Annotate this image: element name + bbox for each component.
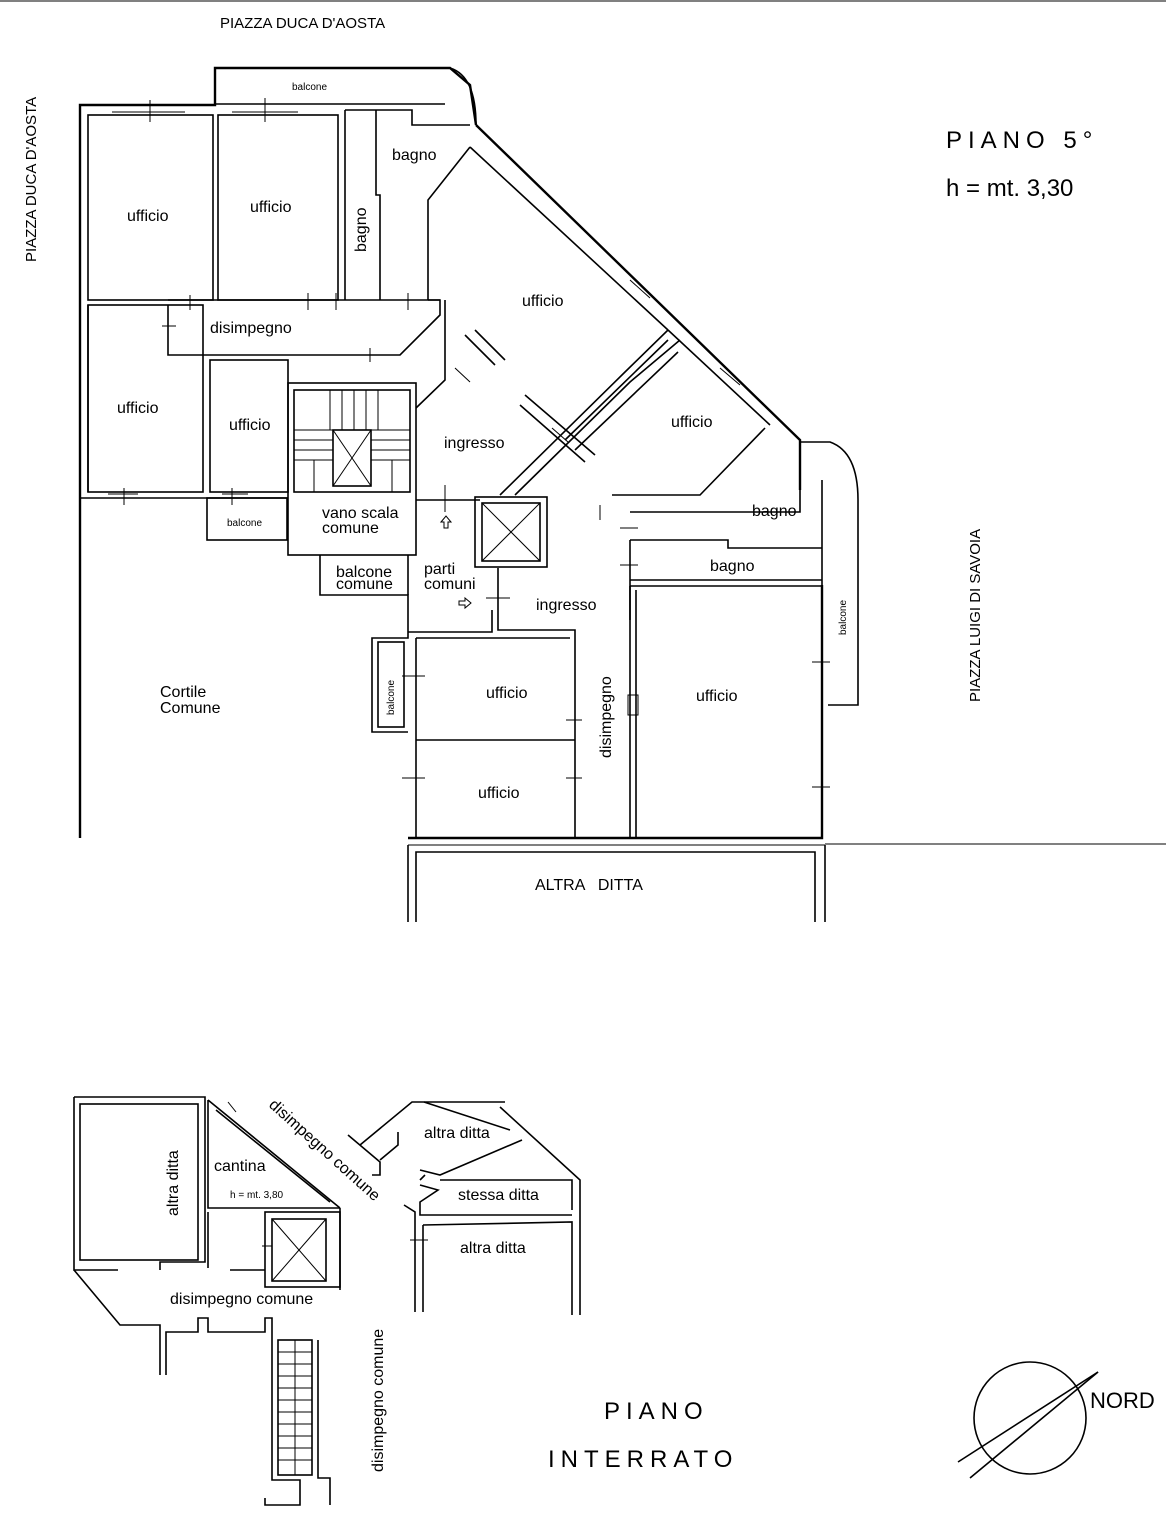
room-label-balcone: balcone [227, 518, 262, 529]
room-label-disimpegno: disimpegno [210, 320, 292, 337]
room-label-disimpegno: disimpegno [598, 676, 615, 758]
street-label-left: PIAZZA DUCA D'AOSTA [23, 97, 40, 262]
upper-floor-plan: PIAZZA DUCA D'AOSTA PIAZZA DUCA D'AOSTA … [0, 0, 1166, 922]
compass-needle-icon [957, 1371, 1099, 1463]
compass-circle-icon [973, 1361, 1087, 1475]
room-label-bagno: bagno [752, 503, 797, 520]
right-wing-rooms [402, 194, 830, 838]
room-label-balcone: balcone [838, 600, 849, 635]
room-label-bagno: bagno [710, 558, 755, 575]
room-label-ufficio: ufficio [522, 293, 564, 310]
room-label-bagno: bagno [392, 147, 437, 164]
basement-walls [73, 1096, 581, 1506]
room-label-bagno: bagno [353, 207, 370, 252]
north-compass: NORD [957, 1361, 1155, 1479]
room-label-parti-comuni: comuni [424, 576, 476, 593]
basement-floor-plan: altra ditta cantina h = mt. 3,80 disimpe… [73, 1096, 738, 1506]
compass-label: NORD [1090, 1388, 1155, 1413]
outer-walls [78, 66, 1166, 922]
room-label-balcone-comune: balcone [336, 564, 392, 581]
room-label-ingresso: ingresso [536, 597, 597, 614]
stair-core [287, 382, 417, 733]
room-label-balcone-comune: comune [336, 576, 393, 593]
room-label-ufficio: ufficio [478, 785, 520, 802]
street-label-right: PIAZZA LUIGI DI SAVOIA [967, 529, 984, 702]
room-label-ufficio: ufficio [229, 417, 271, 434]
room-label-vano-scala: vano scala [322, 505, 399, 522]
room-label-cortile: Comune [160, 700, 221, 717]
floor-title-basement: PIANO [604, 1398, 709, 1425]
street-label-top: PIAZZA DUCA D'AOSTA [220, 15, 385, 32]
room-label-ufficio: ufficio [671, 414, 713, 431]
room-label-balcone: balcone [386, 680, 397, 715]
room-label-ufficio: ufficio [486, 685, 528, 702]
room-label-ufficio: ufficio [127, 208, 169, 225]
room-label-ufficio: ufficio [250, 199, 292, 216]
room-label-cantina: cantina [214, 1158, 266, 1175]
room-label-altra-ditta: altra ditta [424, 1125, 490, 1142]
room-label-parti-comuni: parti [424, 561, 455, 578]
room-label-disimpegno-comune: disimpegno comune [370, 1329, 387, 1472]
room-label-disimpegno-comune: disimpegno comune [170, 1291, 313, 1308]
room-label-cortile: Cortile [160, 684, 206, 701]
room-label-altra-ditta: ALTRA DITTA [535, 877, 643, 894]
room-label-ingresso: ingresso [444, 435, 505, 452]
floor-height-upper: h = mt. 3,30 [946, 175, 1073, 202]
room-label-altra-ditta: altra ditta [460, 1240, 526, 1257]
room-label-stessa-ditta: stessa ditta [458, 1187, 539, 1204]
room-label-balcone: balcone [292, 82, 327, 93]
room-label-vano-scala: comune [322, 520, 379, 537]
left-wing-rooms [80, 98, 471, 541]
room-label-altra-ditta: altra ditta [165, 1150, 182, 1216]
room-label-ufficio: ufficio [117, 400, 159, 417]
floor-title-upper: PIANO 5° [946, 127, 1098, 154]
floor-title-basement: INTERRATO [548, 1446, 738, 1473]
room-height-cantina: h = mt. 3,80 [230, 1190, 284, 1201]
room-label-ufficio: ufficio [696, 688, 738, 705]
